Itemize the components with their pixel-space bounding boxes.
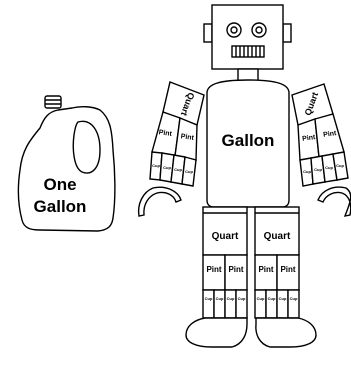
left-arm-cup-3-label: Cup: [174, 167, 182, 172]
left-leg-pint-1-label: Pint: [206, 265, 221, 274]
left-arm-pint-2-label: Pint: [180, 133, 195, 142]
left-claw: [137, 186, 182, 217]
left-leg: Quart Pint Pint Cup Cup Cup Cup: [185, 206, 248, 348]
right-arm-cup-2-label: Cup: [314, 167, 322, 172]
robot-neck: [237, 68, 259, 82]
right-arm-pint-1-label: Pint: [302, 134, 317, 143]
right-arm-cup-4-label: Cup: [336, 163, 344, 168]
milk-jug: One Gallon: [17, 95, 116, 232]
right-arm-cup-3-label: Cup: [325, 165, 333, 170]
jug-label-line2: Gallon: [34, 197, 87, 216]
right-claw: [317, 186, 351, 217]
left-leg-cup-3-label: Cup: [227, 296, 235, 301]
right-leg-pint-2-label: Pint: [280, 265, 295, 274]
left-arm-cup-2-label: Cup: [163, 165, 171, 170]
left-leg-pint-2-label: Pint: [228, 265, 243, 274]
jug-label-line1: One: [43, 175, 76, 194]
right-arm-cup-4: [332, 151, 349, 181]
right-leg-cup-2: [265, 289, 278, 319]
right-leg-cup-3-label: Cup: [279, 296, 287, 301]
right-arm-cup-1-label: Cup: [303, 169, 311, 174]
left-leg-cup-4: [235, 289, 248, 319]
left-leg-cup-4-label: Cup: [238, 296, 246, 301]
left-arm-cup-1-label: Cup: [152, 163, 160, 168]
right-leg-cup-2-label: Cup: [268, 296, 276, 301]
right-leg-cup-4-label: Cup: [290, 296, 298, 301]
right-leg-cup-4: [287, 289, 300, 319]
left-foot: [185, 317, 248, 348]
robot-head: [211, 4, 284, 70]
left-leg-cup-1-label: Cup: [205, 296, 213, 301]
robot: Gallon Quart Pint Pint Cup Cup Cup Cup Q…: [137, 4, 351, 348]
right-leg-cup-1-label: Cup: [257, 296, 265, 301]
left-arm-cup-4: [181, 156, 197, 187]
left-arm: Quart Pint Pint Cup Cup Cup Cup: [137, 81, 205, 217]
left-leg-quart: [202, 206, 248, 256]
right-leg-pint-1-label: Pint: [258, 265, 273, 274]
left-leg-cup-1: [202, 289, 215, 319]
left-ear: [203, 23, 213, 43]
right-leg-cup-3: [276, 289, 289, 319]
right-leg: Quart Pint Pint Cup Cup Cup Cup: [254, 206, 317, 348]
left-leg-cup-2: [213, 289, 226, 319]
left-arm-cup-4-label: Cup: [185, 169, 193, 174]
left-leg-cup-2-label: Cup: [216, 296, 224, 301]
robot-body: [206, 79, 290, 208]
right-ear: [282, 23, 292, 43]
left-pupil: [230, 26, 238, 34]
right-leg-cup-1: [254, 289, 267, 319]
right-arm: Quart Pint Pint Cup Cup Cup Cup: [291, 83, 351, 217]
jug-cap: [44, 95, 62, 109]
left-arm-pint-1-label: Pint: [158, 129, 173, 138]
jug-handle: [72, 120, 101, 174]
left-leg-quart-label: Quart: [212, 231, 239, 242]
left-leg-cup-3: [224, 289, 237, 319]
right-arm-pint-2-label: Pint: [323, 130, 338, 139]
right-foot: [255, 317, 317, 348]
body-gallon-label: Gallon: [222, 131, 275, 150]
right-pupil: [255, 26, 263, 34]
right-leg-quart: [254, 206, 300, 256]
right-leg-quart-label: Quart: [264, 231, 291, 242]
